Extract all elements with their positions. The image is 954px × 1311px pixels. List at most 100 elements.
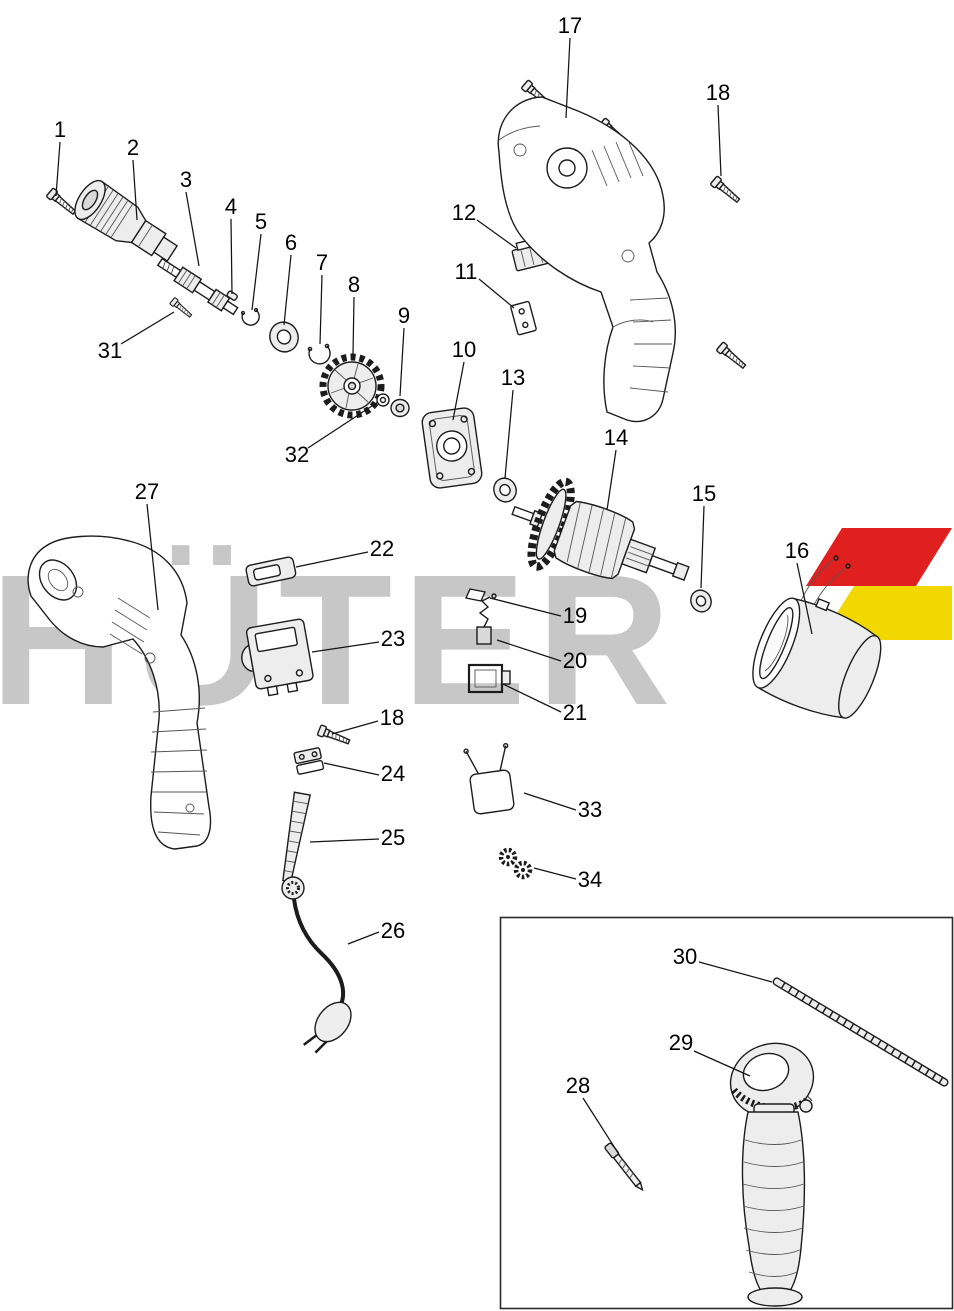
leader-line-20 (496, 639, 562, 662)
terminal-part-19 (465, 588, 486, 602)
leader-line-9 (399, 327, 405, 397)
leader-line-13 (504, 389, 514, 479)
pin-part-4 (226, 290, 238, 301)
gear-part-8 (319, 353, 385, 419)
clamp-screw-part-28 (604, 1142, 644, 1192)
star-washers-part-34 (498, 847, 533, 880)
ring-part-32 (376, 393, 390, 407)
carbon-brush-part-20 (476, 593, 497, 645)
leader-line-10 (452, 361, 465, 421)
callout-7: 7 (315, 250, 329, 275)
housing-right-part-17 (497, 96, 676, 423)
callout-3: 3 (179, 167, 193, 192)
leader-line-17 (565, 37, 571, 119)
bearing-part-13 (493, 477, 517, 503)
leader-line-22 (295, 551, 369, 568)
spindle-part-3 (156, 257, 239, 316)
gearbox-cover-part-10 (421, 407, 483, 489)
callout-32: 32 (284, 442, 310, 467)
callout-24: 24 (380, 761, 406, 786)
leader-line-4 (230, 218, 233, 295)
leader-line-16 (796, 562, 813, 635)
callout-27: 27 (134, 479, 160, 504)
callout-34: 34 (577, 867, 603, 892)
lock-button-part-22 (245, 556, 297, 587)
callout-10: 10 (451, 337, 477, 362)
leader-line-14 (606, 449, 617, 511)
leader-line-12 (476, 219, 517, 249)
housing-left-part-27 (27, 535, 212, 850)
capacitor-part-33 (463, 742, 515, 815)
stator-part-16 (752, 555, 882, 719)
leader-line-2 (132, 159, 138, 221)
brush-holder-part-21 (467, 663, 511, 694)
callout-19: 19 (562, 603, 588, 628)
leader-line-29 (693, 1050, 751, 1077)
leader-line-7 (319, 274, 323, 345)
leader-line-18a (717, 104, 722, 177)
leader-line-6 (283, 254, 292, 326)
callout-26: 26 (380, 918, 406, 943)
leader-line-25 (309, 838, 380, 843)
callout-18a: 18 (705, 80, 731, 105)
callout-23: 23 (380, 626, 406, 651)
leader-line-11 (478, 278, 515, 309)
plate-part-11 (510, 300, 537, 336)
callout-33: 33 (577, 797, 603, 822)
callout-14: 14 (603, 425, 629, 450)
leader-line-18b (331, 720, 379, 735)
callout-16: 16 (784, 538, 810, 563)
leader-line-30 (698, 961, 773, 983)
callout-21: 21 (562, 700, 588, 725)
side-handle-part-29 (729, 1042, 815, 1307)
callout-17: 17 (557, 13, 583, 38)
leader-line-33 (523, 792, 577, 811)
switch-part-23 (241, 618, 314, 697)
leader-line-34 (533, 867, 577, 880)
callout-9: 9 (397, 303, 411, 328)
leader-line-32 (307, 401, 379, 449)
leader-line-21 (502, 683, 562, 713)
callout-25: 25 (380, 825, 406, 850)
inset-box (499, 916, 954, 1310)
callout-20: 20 (562, 648, 588, 673)
leader-line-19 (489, 597, 562, 617)
leader-line-28 (582, 1097, 621, 1157)
leader-line-8 (352, 296, 355, 356)
callout-11: 11 (454, 259, 478, 284)
bearing-part-15 (690, 589, 712, 613)
strain-relief-part-25 (281, 791, 312, 900)
callout-4: 4 (224, 194, 238, 219)
leader-line-31 (120, 311, 175, 345)
callout-13: 13 (500, 365, 526, 390)
callout-5: 5 (254, 209, 268, 234)
leader-line-26 (347, 931, 380, 945)
leader-line-27 (146, 503, 159, 611)
leader-line-3 (185, 191, 200, 267)
sleeve-part-9 (390, 398, 410, 418)
depth-rod-part-30 (772, 977, 949, 1087)
callout-12: 12 (451, 200, 477, 225)
callout-30: 30 (672, 944, 698, 969)
callout-29: 29 (668, 1030, 694, 1055)
callout-1: 1 (53, 117, 67, 142)
callout-31: 31 (97, 338, 123, 363)
callout-18b: 18 (379, 705, 405, 730)
power-cord-part-26 (292, 898, 352, 1054)
bearing-part-6 (269, 321, 299, 353)
logo-red-shape (806, 528, 952, 586)
chuck-part-2 (74, 179, 179, 262)
cord-clamp-part-24 (293, 747, 325, 775)
callout-15: 15 (691, 481, 717, 506)
armature-part-14 (511, 477, 690, 581)
leader-line-23 (311, 641, 380, 653)
callout-2: 2 (126, 135, 140, 160)
callout-22: 22 (369, 536, 395, 561)
leader-line-15 (700, 505, 705, 589)
leader-line-1 (55, 141, 61, 197)
callout-6: 6 (284, 230, 298, 255)
